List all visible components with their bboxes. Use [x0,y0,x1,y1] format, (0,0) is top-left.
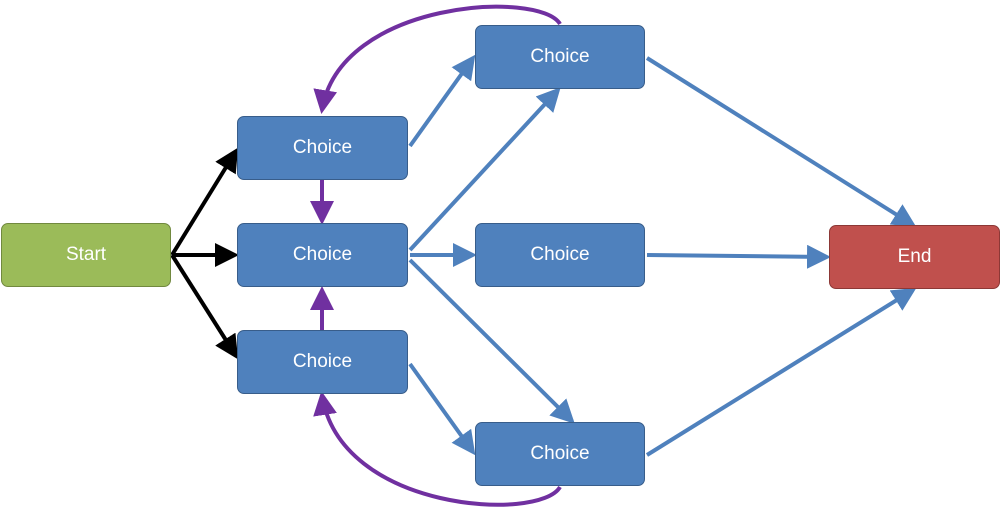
choice-node-mid-left[interactable]: Choice [237,223,408,287]
end-node[interactable]: End [829,225,1000,289]
edge-choice-top-right-to-end [645,56,917,228]
end-node-label: End [897,246,932,267]
edge-choice-mid-right-to-end [646,244,831,269]
edge-start-to-choice-top-left [170,147,239,257]
choice-node-label: Choice [530,46,590,67]
edge-start-to-choice-bottom-left [170,253,239,360]
choice-node-label: Choice [292,137,353,158]
start-node[interactable]: Start [1,223,171,287]
start-node-label: Start [65,244,107,265]
choice-node-top-right[interactable]: Choice [475,25,645,89]
edge-choice-bottom-right-to-choice-bottom-left [313,391,562,507]
edge-choice-mid-left-to-choice-top-right [408,87,561,252]
choice-node-top-left[interactable]: Choice [237,116,408,180]
edge-choice-top-right-to-choice-top-left [313,4,562,114]
edge-choice-bottom-right-to-end [645,287,917,457]
choice-node-label: Choice [530,244,590,265]
choice-node-bottom-left[interactable]: Choice [237,330,408,394]
choice-node-label: Choice [530,443,590,464]
choice-node-bottom-right[interactable]: Choice [475,422,645,486]
choice-node-label: Choice [292,351,353,372]
edge-choice-mid-left-to-choice-bottom-right [408,258,575,424]
choice-node-mid-right[interactable]: Choice [475,223,645,287]
edge-choice-bottom-left-to-choice-bottom-right [408,362,476,456]
choice-node-label: Choice [292,244,353,265]
edge-choice-top-left-to-choice-top-right [408,54,476,148]
